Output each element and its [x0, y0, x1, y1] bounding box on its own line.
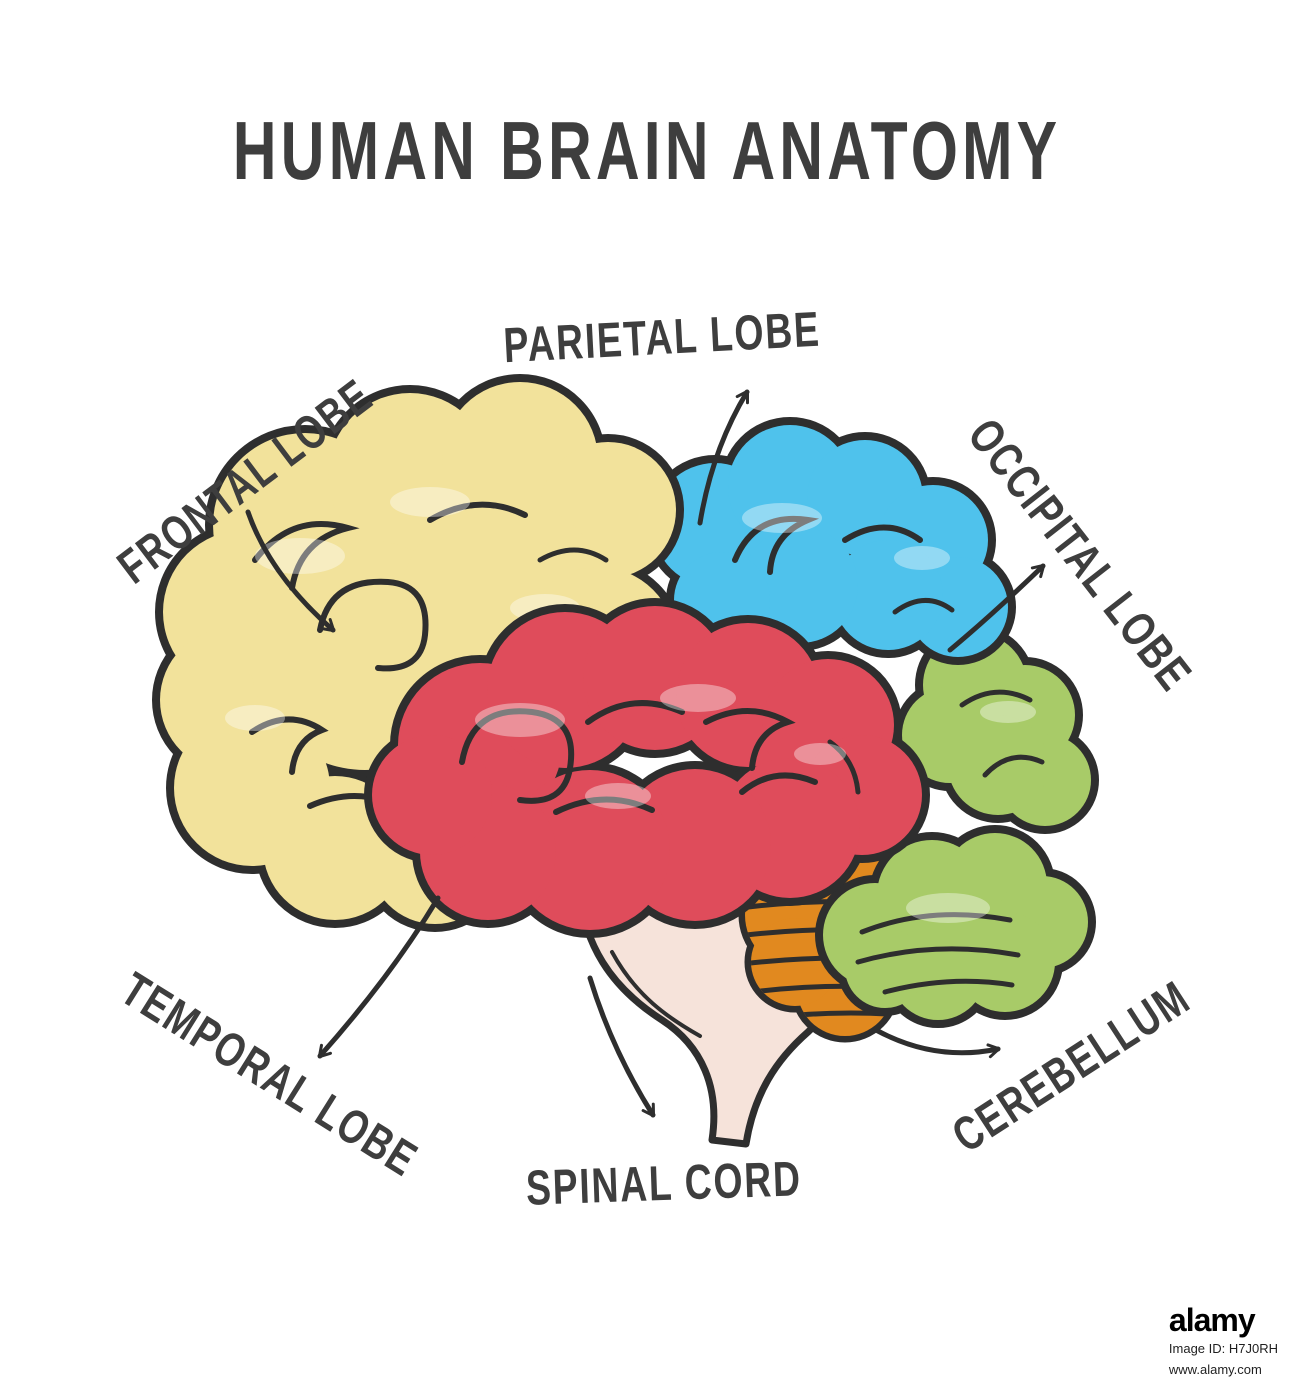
- cerebellum-shape: [823, 833, 1088, 1020]
- arrow-occipital: [947, 563, 1046, 653]
- arrow-parietal: [697, 389, 750, 526]
- watermark-image-id: Image ID: H7J0RH: [1168, 1340, 1278, 1356]
- arrow-spinal: [587, 975, 656, 1118]
- watermark-brand-logo: alamy: [1168, 1301, 1256, 1338]
- arrow-temporal: [317, 895, 441, 1059]
- watermark-box: alamy Image ID: H7J0RH www.alamy.com: [1152, 1295, 1294, 1390]
- parietal-lobe-shape: [653, 425, 1008, 657]
- arrow-frontal: [245, 509, 336, 633]
- watermark-url: www.alamy.com: [1168, 1361, 1262, 1377]
- pointer-arrows: [245, 389, 1046, 1118]
- arrow-cerebellum: [873, 1027, 1001, 1059]
- occipital-lobe-shape: [902, 633, 1091, 826]
- label-spinal-cord: SPINAL CORD: [525, 1151, 803, 1217]
- page-title: HUMAN BRAIN ANATOMY: [232, 104, 1062, 197]
- temporal-lobe-shape: [372, 606, 922, 930]
